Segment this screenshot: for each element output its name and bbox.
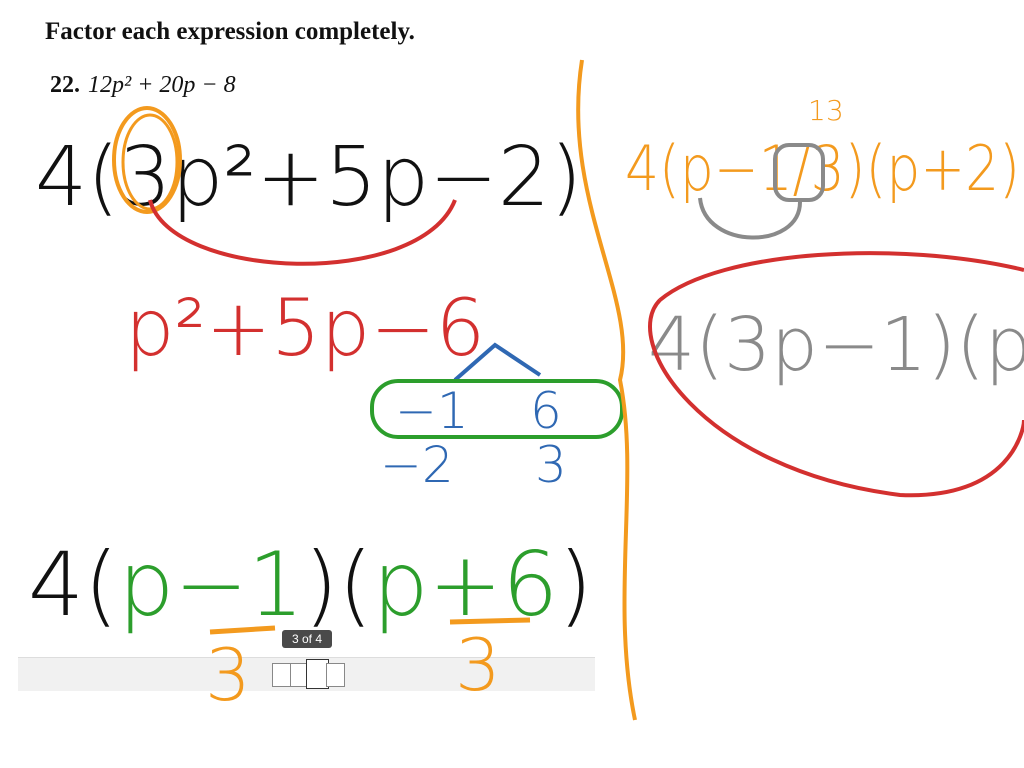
hw-line3-factor2: p+6 [373,533,559,636]
factor-top-right: 6 [530,382,562,440]
hw-line2: p²+5p−6 [125,284,485,374]
divider-line [576,59,637,721]
factor-tree-branches [453,342,542,382]
hw-line3: 4(p−1)(p+6) [28,533,593,636]
red-ellipse-mark [648,251,1024,498]
red-arc-mark [148,199,457,266]
page-thumbnail-4[interactable] [326,663,345,687]
problem-number: 22. [50,72,80,98]
hw-line3-mid: )( [304,533,373,636]
hw-line3-suffix: ) [558,533,592,636]
hw-right-line1: 4(p−1/3)(p+2) [625,132,1020,205]
orange-circle-mark [121,113,179,211]
hw-line3-factor1: p−1 [118,533,304,636]
fraction-bar [449,617,531,625]
factor-top-left: −1 [395,382,469,440]
fraction-bar [209,625,276,635]
green-box-mark [370,379,624,439]
problem-22: 22. 12p² + 20p − 8 [50,72,236,99]
hw-right-denominator: 3 [826,94,844,127]
orange-circle-mark [112,106,182,214]
gray-box-mark [773,143,825,202]
gray-arc-mark [698,197,802,240]
instruction-heading: Factor each expression completely. [45,18,415,45]
hw-line1: 4(3p²+5p−2) [35,130,582,225]
page-indicator: 3 of 4 [282,630,332,648]
factor-bottom-left: −2 [380,436,454,494]
factor-bottom-right: 3 [535,436,567,494]
problem-expression: 12p² + 20p − 8 [88,72,236,98]
page-thumbnail-1[interactable] [272,663,291,687]
hw-right-answer: 4(3p−1)(p+2) [648,302,1024,388]
hw-right-numerator: 1 [808,94,826,127]
hw-line3-prefix: 4( [28,533,118,636]
